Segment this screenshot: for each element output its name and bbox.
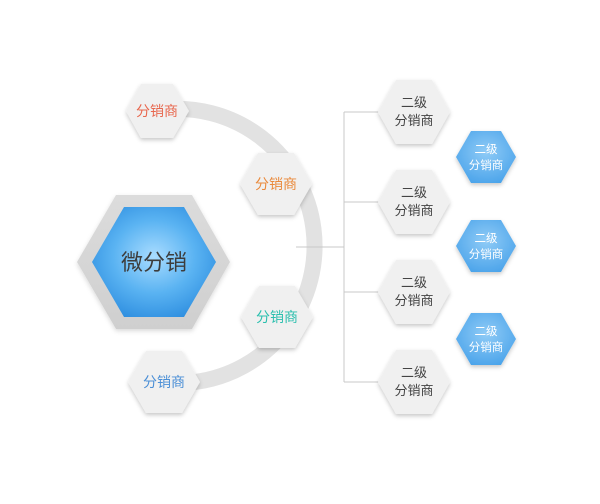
hexagon-icon (240, 153, 312, 215)
center-label: 微分销 (121, 251, 187, 276)
hexagon-icon (456, 313, 516, 365)
distributor-label: 分销商 (136, 104, 178, 120)
connection-arc (152, 100, 323, 390)
hexagon-icon (378, 350, 450, 414)
second-level-line2: 分销商 (394, 204, 433, 219)
distributor-label: 分销商 (256, 310, 298, 326)
center-node: 微分销 (77, 195, 230, 329)
second-level-line1: 二级 (401, 96, 427, 111)
second-level-line2: 分销商 (394, 384, 433, 399)
hexagon-icon (456, 220, 516, 272)
second-level-blue-node: 二级 分销商 (456, 313, 516, 365)
second-level-blue-node: 二级 分销商 (456, 220, 516, 272)
hexagon-icon (126, 84, 189, 138)
second-level-line2: 分销商 (469, 340, 504, 354)
hexagon-icon (378, 170, 450, 234)
distributor-node: 分销商 (240, 153, 312, 215)
second-level-node: 二级 分销商 (378, 260, 450, 324)
distributor-node: 分销商 (128, 351, 200, 413)
second-level-line1: 二级 (475, 142, 498, 156)
second-level-line1: 二级 (475, 324, 498, 338)
connector-lines (296, 111, 385, 383)
second-level-line2: 分销商 (394, 114, 433, 129)
hexagon-icon (456, 131, 516, 183)
distributor-label: 分销商 (255, 177, 297, 193)
second-level-line1: 二级 (401, 186, 427, 201)
second-level-node: 二级 分销商 (378, 350, 450, 414)
hexagon-icon (378, 260, 450, 324)
second-level-line1: 二级 (401, 366, 427, 381)
distributor-node: 分销商 (241, 286, 313, 348)
second-level-line2: 分销商 (394, 294, 433, 309)
distributor-node: 分销商 (126, 84, 189, 138)
second-level-line1: 二级 (475, 231, 498, 245)
second-level-line2: 分销商 (469, 247, 504, 261)
second-level-node: 二级 分销商 (378, 80, 450, 144)
hexagon-icon (241, 286, 313, 348)
second-level-line1: 二级 (401, 276, 427, 291)
hexagon-icon (128, 351, 200, 413)
center-hexagon-inner (92, 207, 216, 317)
hexagon-icon (378, 80, 450, 144)
second-level-node: 二级 分销商 (378, 170, 450, 234)
second-level-blue-node: 二级 分销商 (456, 131, 516, 183)
second-level-line2: 分销商 (469, 158, 504, 172)
distributor-label: 分销商 (143, 375, 185, 391)
